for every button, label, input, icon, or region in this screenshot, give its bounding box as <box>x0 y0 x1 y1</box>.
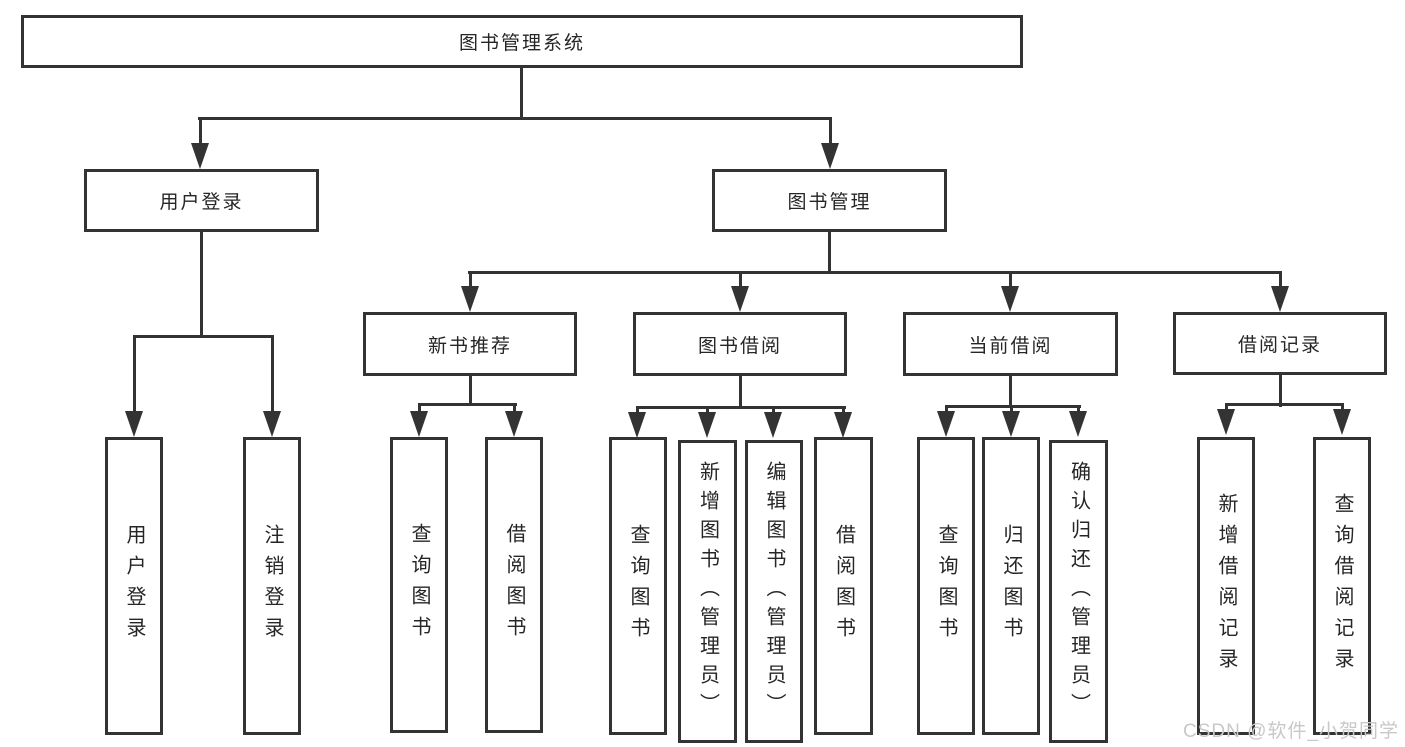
connector-level3-horizontal <box>468 271 1282 274</box>
arrowhead-to-nbr-borrow <box>505 411 523 437</box>
connector-stub-leaf-logout <box>271 337 274 413</box>
node-library-management-system: 图书管理系统 <box>21 15 1023 68</box>
arrowhead-to-br-add <box>1217 409 1235 435</box>
arrowhead-to-cb-return <box>1002 411 1020 437</box>
connector-root-down <box>520 68 523 118</box>
arrowhead-to-book-borrowing <box>731 286 749 312</box>
leaf-cb-return-book: 归还图书 <box>982 437 1040 735</box>
leaf-cb-return-book-label: 归还图书 <box>1000 524 1022 648</box>
leaf-bb-add-book-label: 新增图书（管理员） <box>696 461 719 722</box>
node-borrowing-records-label: 借阅记录 <box>1237 335 1322 356</box>
connector-cb-horizontal <box>945 405 1081 408</box>
leaf-bb-edit-book: 编辑图书（管理员） <box>745 440 803 743</box>
node-library-management-system-label: 图书管理系统 <box>458 33 585 54</box>
arrowhead-to-cb-confirm <box>1069 411 1087 437</box>
leaf-nbr-borrow-book-label: 借阅图书 <box>503 523 525 647</box>
connector-nbr-horizontal <box>418 403 517 406</box>
leaf-bb-edit-book-label: 编辑图书（管理员） <box>763 461 785 722</box>
node-book-management: 图书管理 <box>712 169 947 232</box>
arrowhead-to-leaf-logout <box>263 411 281 437</box>
connector-cb-down <box>1009 376 1012 408</box>
connector-bb-horizontal <box>636 406 846 409</box>
node-borrowing-records: 借阅记录 <box>1173 312 1387 375</box>
leaf-user-login-label: 用户登录 <box>123 524 145 648</box>
arrowhead-to-current-borrowing <box>1001 286 1019 312</box>
arrowhead-to-bb-borrow <box>834 412 852 438</box>
leaf-br-add-record: 新增借阅记录 <box>1197 437 1255 735</box>
arrowhead-to-nbr-query <box>410 411 428 437</box>
leaf-cb-query-book-label: 查询图书 <box>935 524 957 648</box>
connector-level1-horizontal <box>198 117 832 120</box>
node-current-borrowing-label: 当前借阅 <box>968 335 1053 357</box>
arrowhead-to-book-management <box>821 143 839 169</box>
connector-stub-cb-return <box>1010 407 1013 414</box>
leaf-bb-query-book: 查询图书 <box>609 437 667 735</box>
connector-user-login-horizontal <box>133 335 274 338</box>
connector-stub-book-management <box>829 119 832 145</box>
node-current-borrowing: 当前借阅 <box>903 312 1118 376</box>
leaf-nbr-borrow-book: 借阅图书 <box>485 437 543 733</box>
connector-stub-br-add <box>1225 405 1228 412</box>
leaf-cb-query-book: 查询图书 <box>917 437 975 735</box>
arrowhead-to-user-login <box>191 143 209 169</box>
connector-bb-down <box>739 376 742 409</box>
arrowhead-to-borrowing-records <box>1271 286 1289 312</box>
node-user-login-label: 用户登录 <box>159 192 244 213</box>
arrowhead-to-leaf-user-login <box>125 411 143 437</box>
node-new-book-recommend: 新书推荐 <box>363 312 577 376</box>
connector-br-down <box>1279 375 1282 407</box>
connector-stub-nbr-query <box>418 405 421 414</box>
connector-stub-br-query <box>1341 405 1344 412</box>
connector-stub-bb-edit <box>772 408 775 415</box>
connector-stub-leaf-user-login <box>133 337 136 413</box>
leaf-nbr-query-book-label: 查询图书 <box>408 523 430 647</box>
leaf-bb-borrow-book-label: 借阅图书 <box>832 524 855 648</box>
connector-stub-new-book-recommend <box>469 273 472 288</box>
leaf-br-add-record-label: 新增借阅记录 <box>1215 493 1237 679</box>
connector-stub-user-login <box>199 119 202 145</box>
connector-br-horizontal <box>1225 403 1344 406</box>
connector-stub-nbr-borrow <box>513 405 516 414</box>
connector-stub-cb-query <box>945 407 948 414</box>
connector-stub-current-borrowing <box>1009 273 1012 288</box>
leaf-logout: 注销登录 <box>243 437 301 735</box>
connector-stub-borrowing-records <box>1279 273 1282 288</box>
node-user-login: 用户登录 <box>84 169 319 232</box>
node-book-borrowing: 图书借阅 <box>633 312 847 376</box>
connector-stub-book-borrowing <box>739 273 742 288</box>
leaf-user-login: 用户登录 <box>105 437 163 735</box>
leaf-nbr-query-book: 查询图书 <box>390 437 448 733</box>
arrowhead-to-cb-query <box>937 411 955 437</box>
node-book-management-label: 图书管理 <box>787 192 872 213</box>
connector-stub-cb-confirm <box>1077 407 1080 414</box>
connector-book-management-down <box>828 232 831 274</box>
node-new-book-recommend-label: 新书推荐 <box>427 335 512 357</box>
csdn-watermark: CSDN @软件_小贺同学 <box>1183 721 1399 742</box>
arrowhead-to-bb-edit <box>764 412 782 438</box>
connector-nbr-down <box>469 376 472 406</box>
leaf-cb-confirm-return: 确认归还（管理员） <box>1049 440 1108 743</box>
leaf-cb-confirm-return-label: 确认归还（管理员） <box>1067 461 1090 722</box>
arrowhead-to-br-query <box>1333 409 1351 435</box>
leaf-bb-borrow-book: 借阅图书 <box>814 437 873 735</box>
connector-stub-bb-add <box>706 408 709 415</box>
connector-user-login-down <box>200 232 203 336</box>
arrowhead-to-bb-query <box>628 412 646 438</box>
arrowhead-to-new-book-recommend <box>461 286 479 312</box>
leaf-br-query-record: 查询借阅记录 <box>1313 437 1371 735</box>
leaf-br-query-record-label: 查询借阅记录 <box>1331 493 1353 679</box>
connector-stub-bb-borrow <box>842 408 845 415</box>
leaf-bb-query-book-label: 查询图书 <box>627 524 649 648</box>
leaf-bb-add-book: 新增图书（管理员） <box>678 440 737 743</box>
leaf-logout-label: 注销登录 <box>261 524 283 648</box>
connector-stub-bb-query <box>636 408 639 415</box>
arrowhead-to-bb-add <box>698 412 716 438</box>
node-book-borrowing-label: 图书借阅 <box>697 335 782 357</box>
